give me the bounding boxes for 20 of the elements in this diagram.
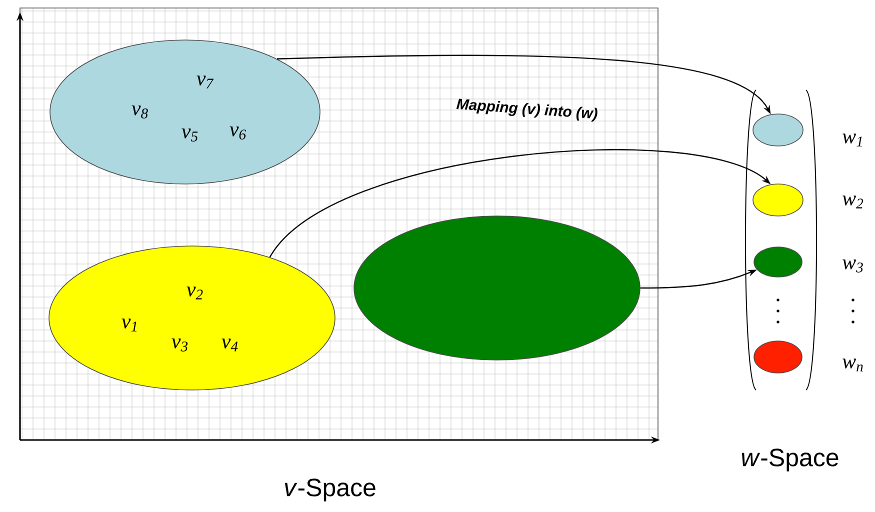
variable-label: v$_{3}$	[172, 338, 188, 352]
axis-title: w-Space	[742, 448, 838, 472]
annotation-label: Mapping (v) into (w)	[456, 98, 598, 122]
variable-label: w$_{1}$	[842, 134, 862, 146]
variable-label: w$_{3}$	[842, 260, 863, 272]
variable-label: v$_{6}$	[230, 126, 246, 140]
variable-label: v$_{8}$	[132, 106, 148, 118]
variable-label: v$_{5}$	[182, 128, 198, 142]
ellipse	[354, 216, 640, 360]
variable-label: w$_{2}$	[842, 196, 864, 208]
ellipse	[752, 114, 804, 146]
ellipse	[752, 184, 804, 216]
variable-label: v$_{4}$	[222, 338, 238, 352]
variable-label: v$_{1}$	[122, 318, 136, 332]
variable-label: w$_{n}$	[842, 358, 863, 372]
variable-label: v$_{7}$	[196, 76, 214, 88]
ellipse	[754, 246, 802, 278]
ellipse	[754, 340, 802, 374]
axis-title: v-Space	[284, 478, 376, 502]
variable-label: v$_{2}$	[186, 286, 203, 300]
